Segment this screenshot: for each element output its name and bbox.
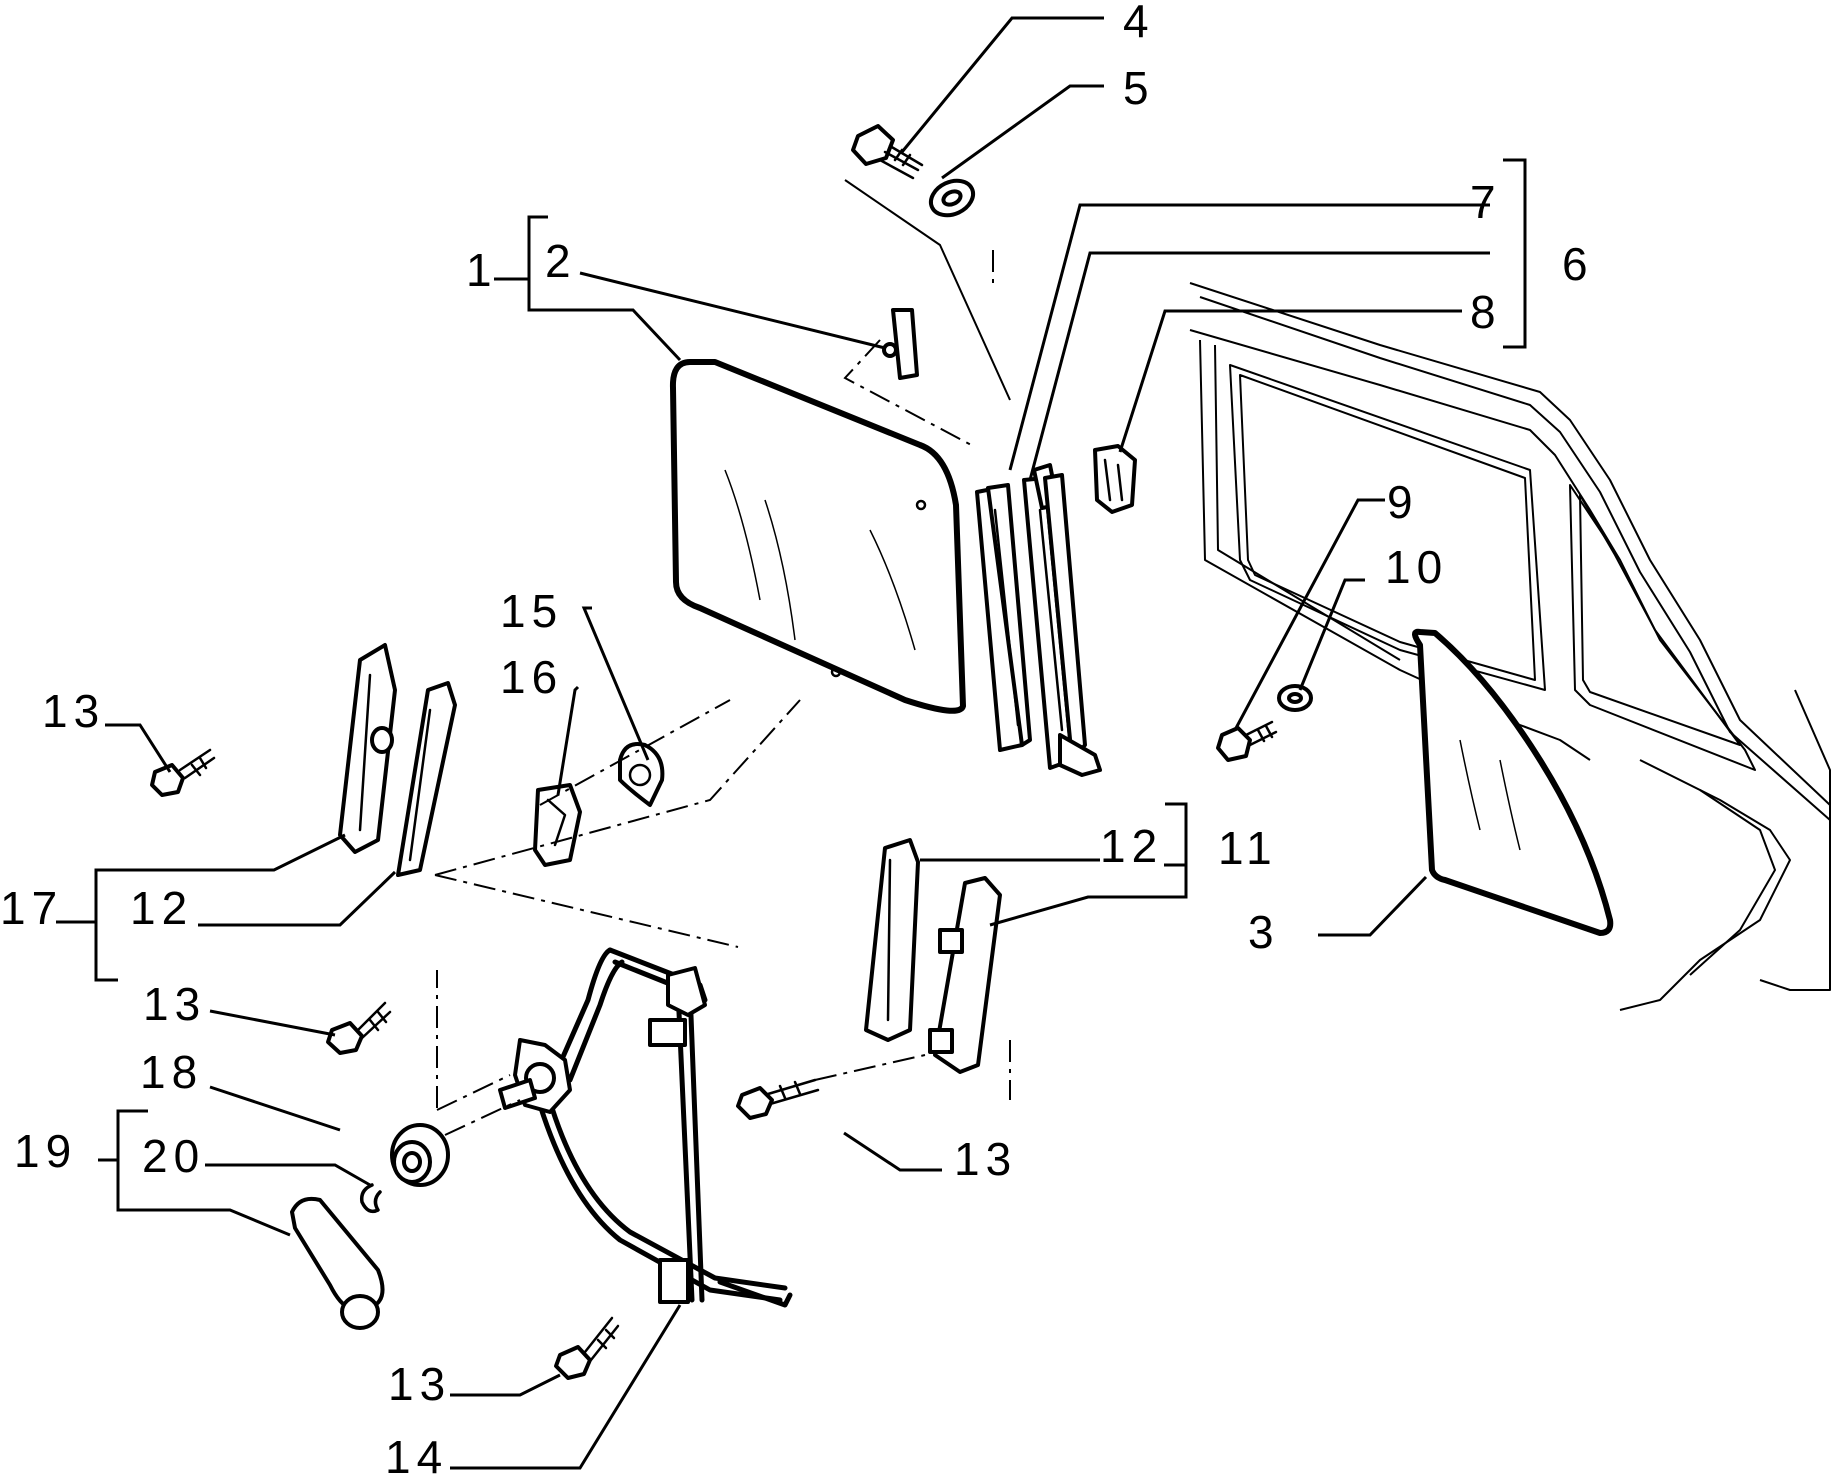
callout-17: 17: [0, 882, 63, 934]
screw: [1216, 720, 1278, 762]
screw-center: [736, 1078, 820, 1120]
callout-13-bottom: 13: [388, 1358, 451, 1410]
right-guide-rail: [864, 838, 920, 1042]
callout-19: 19: [14, 1125, 77, 1177]
callout-9: 9: [1387, 476, 1419, 528]
left-guide-bracket: [338, 643, 397, 854]
callout-16: 16: [500, 651, 563, 703]
washer: [928, 178, 976, 218]
front-channel: [975, 483, 1032, 752]
callout-labels: 1 2 3 4 5 6 7 8 9 10 11 12 12 13 13 13 1…: [0, 0, 1594, 1479]
callout-15: 15: [500, 585, 563, 637]
callout-12-right: 12: [1100, 820, 1163, 872]
callout-14: 14: [385, 1431, 448, 1479]
washer-small: [1277, 684, 1313, 712]
bolt: [851, 124, 924, 180]
callout-3: 3: [1248, 906, 1280, 958]
callout-2: 2: [545, 235, 577, 287]
handle-clip: [359, 1183, 382, 1214]
callout-13-left-middle: 13: [143, 978, 206, 1030]
callout-4: 4: [1123, 0, 1155, 47]
screw-bottom: [554, 1316, 620, 1380]
screw-left-top: [150, 748, 216, 797]
callout-12-left: 12: [130, 882, 193, 934]
callout-18: 18: [140, 1046, 203, 1098]
callout-10: 10: [1385, 541, 1448, 593]
window-regulator: [498, 947, 793, 1308]
leader-lines: [56, 16, 1527, 1470]
callout-11: 11: [1218, 822, 1278, 874]
escutcheon: [390, 1123, 450, 1187]
door-glass: [669, 359, 966, 714]
right-guide-bracket: [928, 876, 1002, 1074]
clip-round: [618, 742, 665, 807]
callout-6: 6: [1562, 238, 1594, 290]
screw-left-middle: [326, 1001, 392, 1055]
car-body-outline: [844, 179, 1831, 1011]
callout-1: 1: [466, 244, 498, 296]
window-crank-handle: [290, 1196, 385, 1330]
quarter-glass: [1412, 628, 1614, 936]
clip-square: [533, 783, 582, 867]
assembly-lines: [434, 250, 1011, 1136]
callout-7: 7: [1470, 176, 1502, 228]
callout-20: 20: [142, 1130, 205, 1182]
callout-5: 5: [1123, 62, 1155, 114]
left-guide-rail: [396, 681, 457, 877]
channel-bracket: [1093, 444, 1137, 514]
rear-channel: [1022, 463, 1102, 777]
glass-clip: [882, 308, 919, 380]
callout-13-left-top: 13: [42, 685, 105, 737]
callout-8: 8: [1470, 286, 1502, 338]
callout-13-center: 13: [954, 1133, 1017, 1185]
